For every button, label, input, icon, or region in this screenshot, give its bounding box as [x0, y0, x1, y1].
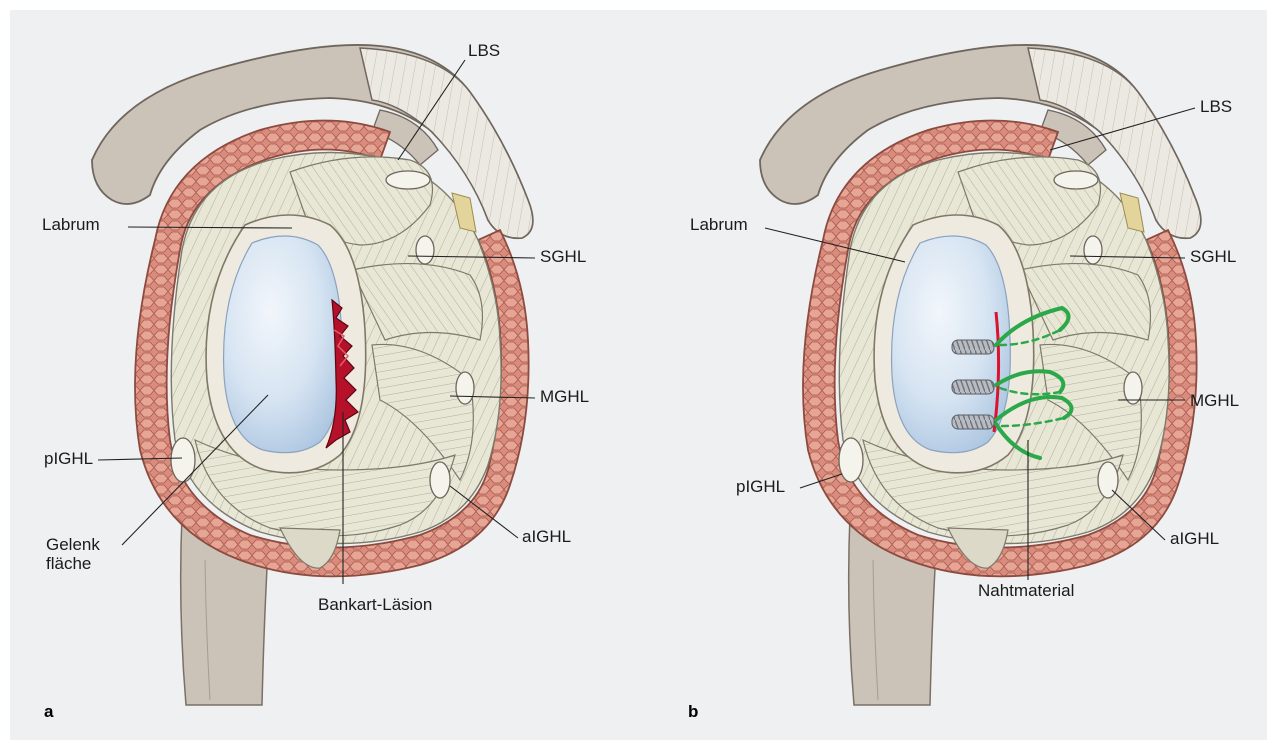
label-aighl-b: aIGHL — [1170, 530, 1219, 549]
label-mghl-b: MGHL — [1190, 392, 1239, 411]
label-sghl-b: SGHL — [1190, 248, 1236, 267]
label-pighl-b: pIGHL — [736, 478, 785, 497]
panel-b-illustration — [760, 45, 1201, 705]
label-nahtmaterial: Nahtmaterial — [978, 582, 1074, 601]
suture-anchors — [952, 340, 994, 429]
label-pighl-a: pIGHL — [44, 450, 93, 469]
label-mghl-a: MGHL — [540, 388, 589, 407]
label-labrum-b: Labrum — [690, 216, 748, 235]
label-lbs-b: LBS — [1200, 98, 1232, 117]
panel-a-illustration — [92, 45, 533, 705]
panel-tag-b: b — [688, 702, 698, 722]
label-aighl-a: aIGHL — [522, 528, 571, 547]
panel-tag-a: a — [44, 702, 53, 722]
label-bankart-lesion: Bankart-Läsion — [318, 596, 432, 615]
label-sghl-a: SGHL — [540, 248, 586, 267]
label-gelenkflaeche: Gelenk fläche — [46, 536, 100, 573]
label-lbs-a: LBS — [468, 42, 500, 61]
label-labrum-a: Labrum — [42, 216, 100, 235]
